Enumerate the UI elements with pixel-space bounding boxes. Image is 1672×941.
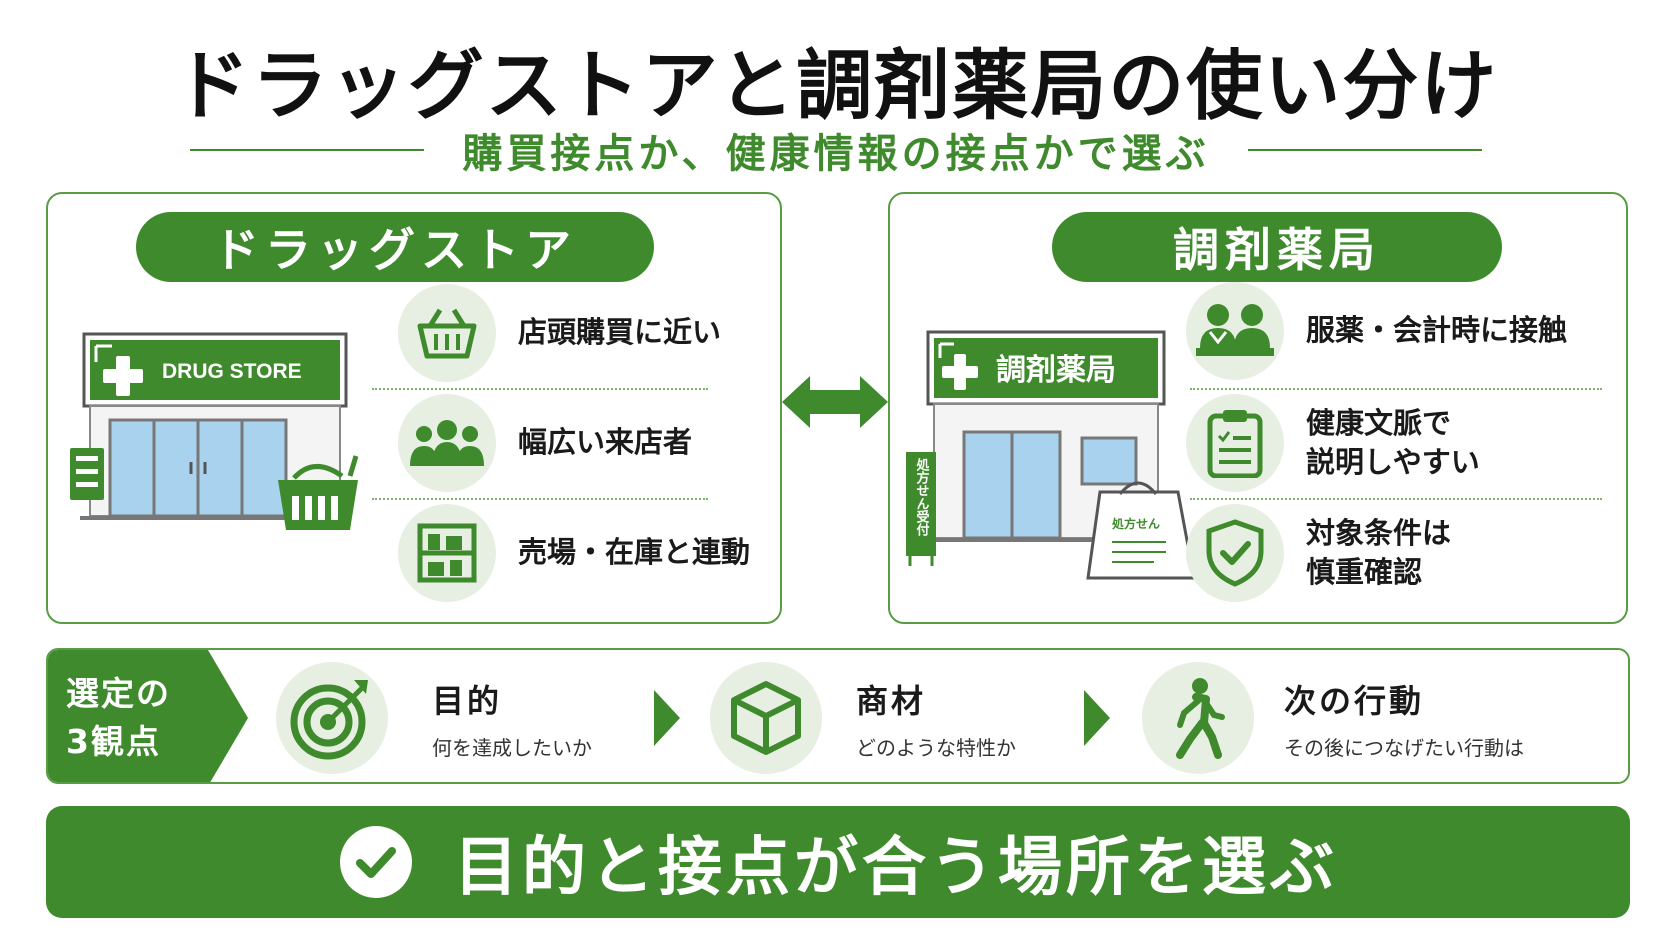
drugstore-feature: 売場・在庫と連動 bbox=[398, 504, 750, 602]
subtitle-line-left bbox=[190, 149, 425, 151]
drugstore-panel: ドラッグストア DRUG STORE 店頭購買に近い bbox=[46, 192, 782, 624]
target-icon bbox=[276, 662, 388, 774]
page-title: ドラッグストアと調剤薬局の使い分け bbox=[173, 41, 1499, 130]
pharmacy-feature: 対象条件は 慎重確認 bbox=[1186, 504, 1451, 602]
drugstore-sign-text: DRUG STORE bbox=[162, 360, 302, 383]
drugstore-label: ドラッグストア bbox=[136, 212, 654, 282]
arrow-right-icon bbox=[654, 690, 680, 746]
clipboard-icon bbox=[1186, 394, 1284, 492]
viewpoint-sub: どのような特性か bbox=[856, 736, 1016, 760]
shelf-icon bbox=[398, 504, 496, 602]
pharmacy-sign-text: 調剤薬局 bbox=[996, 353, 1116, 388]
feature-text: 店頭購買に近い bbox=[518, 315, 722, 350]
subtitle: 購買接点か、健康情報の接点かで選ぶ bbox=[462, 131, 1210, 177]
viewpoints-label: 選定の 3観点 bbox=[66, 674, 171, 761]
pharmacy-feature: 服薬・会計時に接触 bbox=[1186, 282, 1567, 380]
drugstore-feature: 店頭購買に近い bbox=[398, 284, 721, 382]
divider bbox=[1190, 498, 1602, 500]
pharmacy-label: 調剤薬局 bbox=[1052, 212, 1502, 282]
check-circle-icon bbox=[340, 826, 412, 898]
viewpoint-title: 目的 bbox=[432, 682, 503, 720]
divider bbox=[1190, 388, 1602, 390]
viewpoints-label-bg bbox=[48, 650, 248, 782]
feature-text: 服薬・会計時に接触 bbox=[1306, 313, 1568, 348]
viewpoint-2: 商材 どのような特性か bbox=[856, 676, 1016, 761]
subtitle-line-right bbox=[1247, 149, 1483, 151]
conclusion-banner: 目的と接点が合う場所を選ぶ bbox=[46, 806, 1630, 918]
pharmacy-building-icon: 調剤薬局 処方せん受付 処方せん bbox=[906, 330, 1196, 580]
feature-text: 売場・在庫と連動 bbox=[518, 535, 751, 570]
pharmacy-panel: 調剤薬局 調剤薬局 処方せん受付 処方せん 服薬・会計時に接触 健康文脈で 説明… bbox=[888, 192, 1628, 624]
double-arrow-icon bbox=[782, 376, 888, 428]
feature-text: 対象条件は 慎重確認 bbox=[1306, 515, 1452, 589]
basket-icon bbox=[398, 284, 496, 382]
feature-text: 健康文脈で 説明しやすい bbox=[1306, 405, 1480, 479]
viewpoint-sub: 何を達成したいか bbox=[432, 736, 592, 760]
viewpoint-1: 目的 何を達成したいか bbox=[432, 676, 592, 761]
viewpoint-title: 次の行動 bbox=[1284, 682, 1425, 720]
box-icon bbox=[710, 662, 822, 774]
walking-person-icon bbox=[1142, 662, 1254, 774]
divider bbox=[372, 498, 708, 500]
drugstore-building-icon: DRUG STORE bbox=[70, 332, 359, 530]
feature-text: 幅広い来店者 bbox=[518, 425, 693, 460]
divider bbox=[372, 388, 708, 390]
viewpoint-sub: その後につなげたい行動は bbox=[1284, 736, 1524, 760]
pharmacy-stand-sign: 処方せん受付 bbox=[914, 457, 931, 537]
people-icon bbox=[398, 394, 496, 492]
arrow-right-icon bbox=[1084, 690, 1110, 746]
drugstore-feature: 幅広い来店者 bbox=[398, 394, 692, 492]
viewpoint-title: 商材 bbox=[856, 682, 927, 720]
subtitle-row: 購買接点か、健康情報の接点かで選ぶ bbox=[190, 122, 1483, 178]
consultation-icon bbox=[1186, 282, 1284, 380]
shield-check-icon bbox=[1186, 504, 1284, 602]
viewpoint-3: 次の行動 その後につなげたい行動は bbox=[1284, 676, 1524, 761]
pharmacy-bag-label: 処方せん bbox=[1111, 516, 1160, 531]
viewpoints-strip: 選定の 3観点 目的 何を達成したいか 商材 どのような特性か 次の行動 その後… bbox=[46, 648, 1630, 784]
conclusion-text: 目的と接点が合う場所を選ぶ bbox=[454, 831, 1338, 905]
pharmacy-feature: 健康文脈で 説明しやすい bbox=[1186, 394, 1480, 492]
